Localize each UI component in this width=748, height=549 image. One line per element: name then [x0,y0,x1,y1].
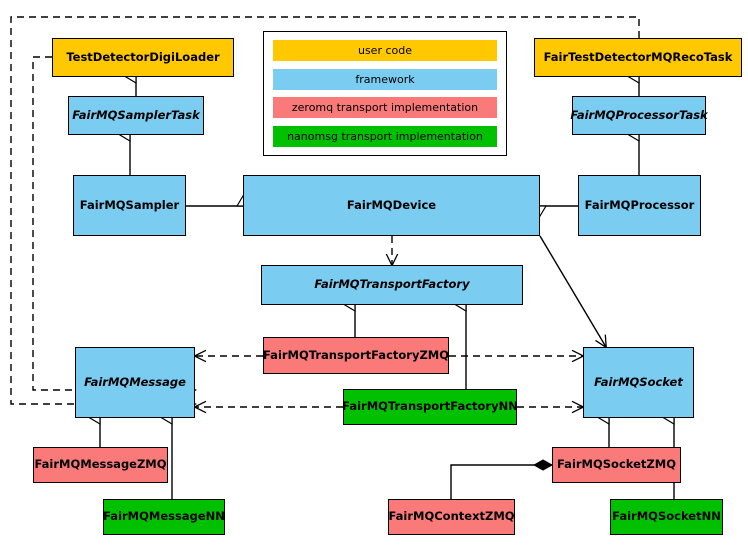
class-box-testdetectordigiloader[interactable]: TestDetectorDigiLoader [52,38,234,77]
legend-label-nanomsg: nanomsg transport implementation [287,129,483,143]
class-box-fairtestdetectormqrecotask[interactable]: FairTestDetectorMQRecoTask [534,38,742,77]
class-label: FairMQMessageZMQ [34,457,167,472]
class-label: FairMQSocket [594,374,683,389]
class-label: FairMQTransportFactoryNN [342,399,518,414]
class-label: FairMQMessage [84,374,186,389]
class-box-fairmqprocessortask[interactable]: FairMQProcessorTask [570,96,708,135]
class-label: TestDetectorDigiLoader [66,49,220,64]
class-label: FairMQContextZMQ [388,509,515,524]
class-label: FairMQSamplerTask [72,107,200,122]
class-label: FairMQSocketNN [612,509,721,524]
legend-item-user-code: user code [273,40,497,61]
legend-item-nanomsg: nanomsg transport implementation [273,125,497,147]
class-box-fairmqsocketzmq[interactable]: FairMQSocketZMQ [552,447,681,483]
class-label: FairTestDetectorMQRecoTask [543,49,733,64]
class-label: FairMQMessageNN [103,509,225,524]
class-box-fairmqsamplertask[interactable]: FairMQSamplerTask [68,96,204,135]
legend-item-framework: framework [273,68,497,90]
legend: user code framework zeromq transport imp… [263,31,507,156]
class-label: FairMQProcessorTask [570,107,708,122]
legend-item-zeromq: zeromq transport implementation [273,97,497,119]
class-box-fairmqmessage[interactable]: FairMQMessage [75,347,195,418]
legend-label-zeromq: zeromq transport implementation [291,101,479,115]
class-label: FairMQDevice [346,197,437,212]
class-box-fairmqtransportfactory[interactable]: FairMQTransportFactory [261,265,523,305]
class-box-fairmqdevice[interactable]: FairMQDevice [243,175,540,236]
class-box-fairmqsocketnn[interactable]: FairMQSocketNN [610,499,723,535]
class-box-fairmqsocket[interactable]: FairMQSocket [583,347,694,418]
class-box-fairmqprocessor[interactable]: FairMQProcessor [578,175,701,236]
class-box-fairmqtransportfactoryzmq[interactable]: FairMQTransportFactoryZMQ [263,337,449,374]
class-label: FairMQSocketZMQ [557,457,676,472]
class-label: FairMQTransportFactoryZMQ [263,347,450,362]
class-box-fairmqsampler[interactable]: FairMQSampler [73,175,186,236]
legend-label-framework: framework [355,72,415,86]
class-box-fairmqtransportfactorynn[interactable]: FairMQTransportFactoryNN [342,389,518,425]
class-box-fairmqmessagezmq[interactable]: FairMQMessageZMQ [33,447,168,483]
class-label: FairMQTransportFactory [314,277,470,292]
class-box-fairmqmessagenn[interactable]: FairMQMessageNN [103,499,225,535]
class-box-fairmqcontextzmq[interactable]: FairMQContextZMQ [388,499,515,535]
class-label: FairMQSampler [79,197,180,212]
legend-label-user-code: user code [357,44,413,57]
class-label: FairMQProcessor [584,197,695,212]
